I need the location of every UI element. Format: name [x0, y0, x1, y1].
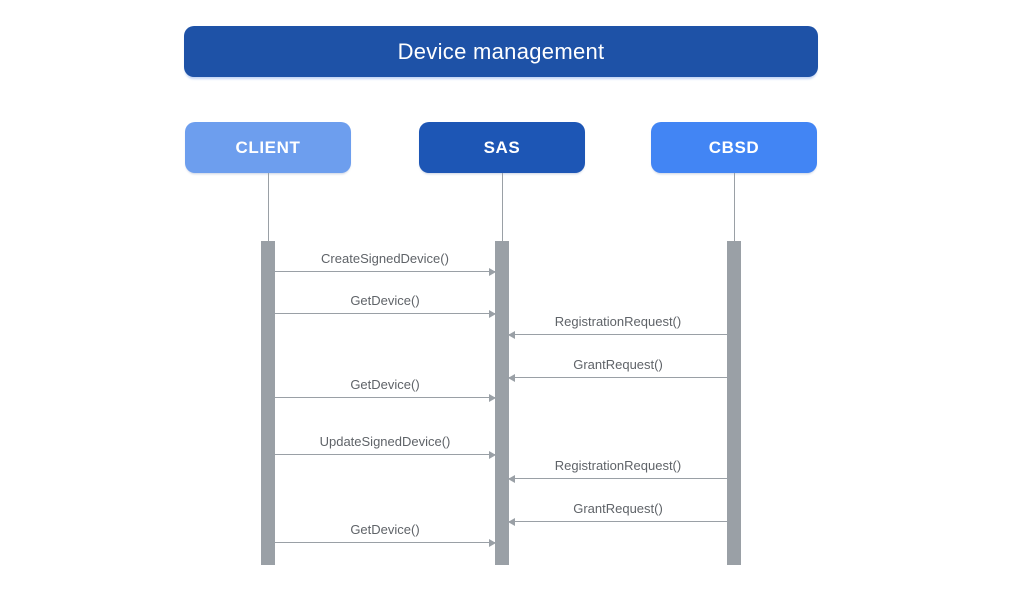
actor-box-cbsd: CBSD [651, 122, 817, 173]
message-label: GetDevice() [350, 522, 420, 537]
message-client-to-sas: CreateSignedDevice() [275, 250, 496, 276]
message-arrow-line [275, 539, 496, 547]
activation-bar-sas [495, 241, 509, 565]
message-label: CreateSignedDevice() [321, 251, 449, 266]
message-label: GetDevice() [350, 293, 420, 308]
arrowhead-left-icon [508, 374, 515, 382]
diagram-title-bar: Device management [184, 26, 818, 77]
message-client-to-sas: GetDevice() [275, 521, 496, 547]
message-label: GrantRequest() [573, 501, 663, 516]
actor-label-cbsd: CBSD [708, 137, 760, 157]
message-arrow-line [275, 310, 496, 318]
diagram-title: Device management [397, 38, 605, 64]
message-arrow-line [275, 268, 496, 276]
message-label: GrantRequest() [573, 357, 663, 372]
message-arrow-line [508, 374, 727, 382]
lifeline-client [267, 173, 269, 241]
message-cbsd-to-sas: GrantRequest() [508, 356, 727, 382]
arrowhead-right-icon [489, 310, 496, 318]
lifeline-cbsd [733, 173, 735, 241]
actor-label-sas: SAS [483, 137, 521, 157]
message-cbsd-to-sas: RegistrationRequest() [508, 313, 727, 339]
activation-bar-client [261, 241, 275, 565]
message-arrow-line [275, 394, 496, 402]
message-label: UpdateSignedDevice() [319, 434, 451, 449]
message-cbsd-to-sas: GrantRequest() [508, 500, 727, 526]
lifeline-sas [501, 173, 503, 241]
actor-box-client: CLIENT [185, 122, 351, 173]
actor-box-sas: SAS [419, 122, 585, 173]
arrowhead-right-icon [489, 394, 496, 402]
message-label: RegistrationRequest() [554, 314, 682, 329]
message-cbsd-to-sas: RegistrationRequest() [508, 457, 727, 483]
arrowhead-left-icon [508, 331, 515, 339]
message-client-to-sas: GetDevice() [275, 292, 496, 318]
message-arrow-line [508, 475, 727, 483]
message-label: GetDevice() [350, 377, 420, 392]
arrowhead-left-icon [508, 475, 515, 483]
arrowhead-right-icon [489, 268, 496, 276]
message-arrow-line [275, 451, 496, 459]
message-arrow-line [508, 518, 727, 526]
message-arrow-line [508, 331, 727, 339]
message-client-to-sas: UpdateSignedDevice() [275, 433, 496, 459]
message-client-to-sas: GetDevice() [275, 376, 496, 402]
arrowhead-right-icon [489, 539, 496, 547]
arrowhead-left-icon [508, 518, 515, 526]
activation-bar-cbsd [727, 241, 741, 565]
message-label: RegistrationRequest() [554, 458, 682, 473]
arrowhead-right-icon [489, 451, 496, 459]
actor-label-client: CLIENT [235, 137, 301, 157]
